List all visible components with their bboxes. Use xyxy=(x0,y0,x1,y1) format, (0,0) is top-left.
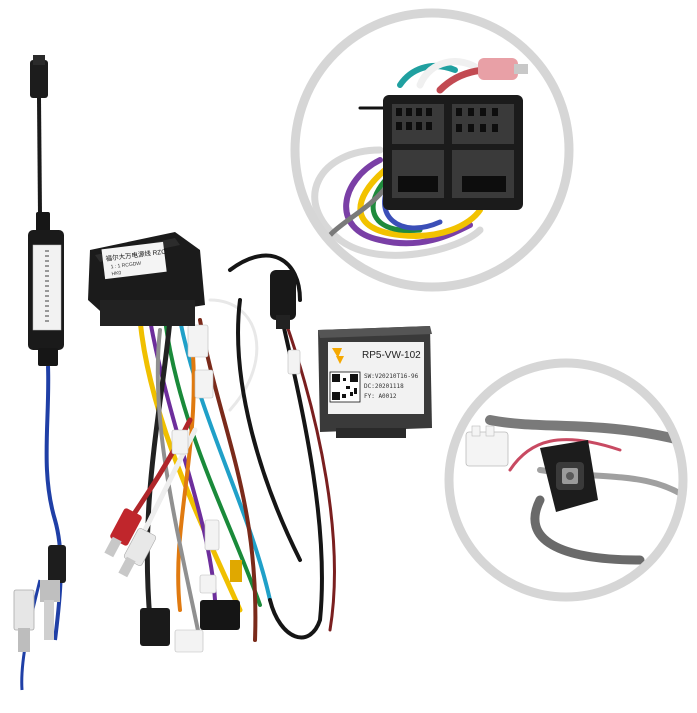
callout-antenna-closeup xyxy=(444,358,688,602)
decoder-fy: FY: A0012 xyxy=(364,393,397,400)
callout-connector-closeup xyxy=(290,8,574,292)
rca-plugs xyxy=(104,508,157,578)
brand-logo-icon xyxy=(332,348,342,358)
decoder-model: RP5-VW-102 xyxy=(362,350,421,361)
decoder-dc: DC:20201118 xyxy=(364,383,404,390)
iso-plug xyxy=(140,600,240,646)
harness-box: 福尔大万电源线 RZC 1 : 1 RCGDW HK0 xyxy=(88,232,205,326)
decoder-box: RP5-VW-102 SW:V20210T16-96 DC:20201118 F… xyxy=(318,326,432,438)
fakra-connector xyxy=(540,440,598,512)
harness-label-sub1: 1 : 1 RCGDW xyxy=(110,261,141,271)
antenna-adapter xyxy=(13,55,66,691)
callout-ring-2 xyxy=(444,358,688,602)
yellow-connector xyxy=(230,560,242,582)
wire-tags xyxy=(171,324,301,653)
qr-code-icon xyxy=(329,371,361,403)
harness-label-sub2: HK0 xyxy=(111,270,122,277)
decoder-sw: SW:V20210T16-96 xyxy=(364,373,419,380)
callout-ring xyxy=(290,8,574,292)
white-plug xyxy=(465,425,509,467)
black-plug xyxy=(270,270,296,329)
